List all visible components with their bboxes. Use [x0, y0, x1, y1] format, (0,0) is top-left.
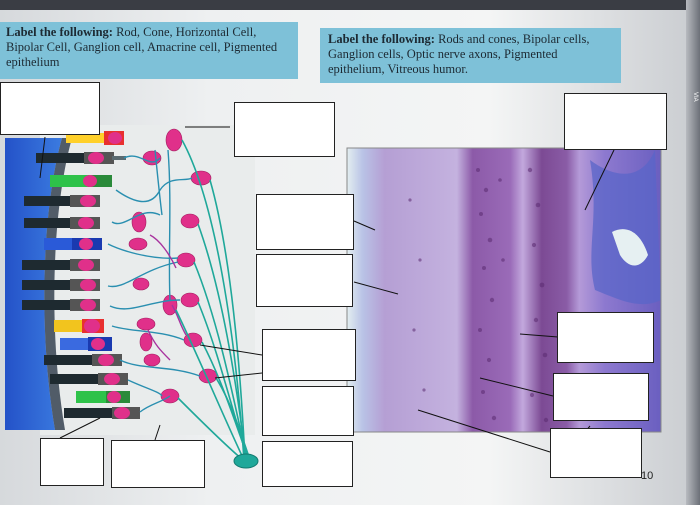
instruction-right-lead: Label the following: [328, 32, 435, 46]
label-box-11[interactable] [557, 312, 654, 363]
photoreceptor-row-3 [50, 175, 112, 187]
ganglion-cells [160, 128, 218, 404]
label-box-8[interactable] [40, 438, 104, 486]
optic-nerve-bundle [233, 453, 259, 469]
photoreceptor-row-11 [60, 337, 112, 351]
photoreceptor-row-1 [66, 131, 124, 145]
photoreceptor-row-2 [36, 152, 126, 164]
photoreceptor-row-10 [54, 319, 104, 333]
label-box-4[interactable] [256, 254, 353, 307]
diagram-pointer-lines [39, 126, 263, 441]
label-box-6[interactable] [262, 386, 354, 436]
photoreceptor-row-7 [22, 259, 100, 271]
instruction-left-lead: Label the following: [6, 25, 113, 39]
photoreceptor-row-8 [22, 279, 100, 291]
histology-pointer-lines [353, 149, 615, 453]
photoreceptor-row-14 [76, 391, 130, 403]
window-top-strip [0, 0, 700, 10]
photoreceptor-row-4 [24, 195, 100, 207]
label-box-5[interactable] [262, 329, 356, 381]
instruction-right-rest: Rods and cones, Bipolar cells, Ganglion … [328, 32, 590, 76]
photoreceptor-row-9 [22, 299, 100, 311]
photoreceptor-row-12 [44, 354, 122, 366]
instruction-left-rest: Rod, Cone, Horizontal Cell, Bipolar Cell… [6, 25, 278, 69]
photoreceptor-row-5 [24, 217, 100, 229]
label-box-1[interactable] [0, 82, 100, 135]
instruction-left: Label the following: Rod, Cone, Horizont… [0, 22, 298, 79]
histology-texture [408, 167, 549, 423]
photoreceptor-row-15 [64, 407, 140, 419]
ganglion-axons [175, 139, 251, 461]
instruction-right: Label the following: Rods and cones, Bip… [320, 28, 621, 83]
label-box-7[interactable] [262, 441, 353, 487]
vitreous-region [590, 150, 661, 305]
page-number: 10 [641, 470, 654, 482]
label-box-13[interactable] [550, 428, 642, 478]
edge-text: VIA [692, 92, 698, 102]
label-box-3[interactable] [256, 194, 354, 250]
photoreceptor-row-13 [50, 373, 128, 385]
photoreceptor-row-6 [44, 238, 102, 250]
blood-vessel [612, 229, 648, 266]
label-box-9[interactable] [111, 440, 205, 488]
amacrine-connections [147, 234, 187, 361]
screen-edge [686, 0, 700, 505]
label-box-12[interactable] [553, 373, 649, 421]
label-box-10[interactable] [564, 93, 667, 150]
label-box-2[interactable] [234, 102, 335, 157]
